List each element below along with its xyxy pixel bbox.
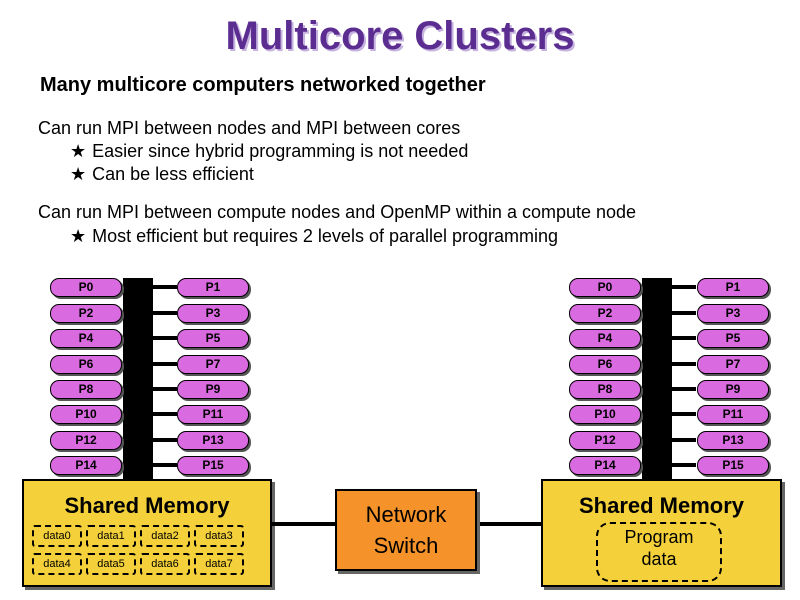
bullet-hybrid-sub1: ★Most efficient but requires 2 levels of… [70,226,558,247]
data-cell: data6 [140,553,190,575]
processor-pill: P14 [50,456,122,475]
page-title: Multicore Clusters [225,14,575,58]
shared-memory-label: Shared Memory [64,493,230,518]
processor-pill: P3 [177,304,249,323]
processor-pill: P0 [50,278,122,297]
node-bus [642,278,672,483]
processor-pill: P15 [177,456,249,475]
network-link-right [475,522,542,526]
processor-pill: P4 [569,329,641,348]
processor-pill: P6 [50,355,122,374]
processor-pill: P0 [569,278,641,297]
network-switch-line2: Switch [373,533,439,558]
star-icon: ★ [70,141,87,161]
processor-pill: P3 [697,304,769,323]
bullet-mpi-text: Can run MPI between nodes and MPI betwee… [38,118,461,138]
program-data-line2: data [641,549,677,569]
processor-pill: P2 [569,304,641,323]
processor-pill: P1 [177,278,249,297]
processor-pill: P5 [697,329,769,348]
star-icon: ★ [70,164,87,184]
network-switch: Network Switch [335,489,477,571]
processor-pill: P11 [697,405,769,424]
shared-memory-box: Shared Memory Program data [541,479,782,587]
subtitle: Many multicore computers networked toget… [40,74,486,96]
processor-pill: P12 [50,431,122,450]
data-cell: data3 [194,525,244,547]
data-cell: data1 [86,525,136,547]
processor-pill: P14 [569,456,641,475]
processor-pill: P12 [569,431,641,450]
processor-pill: P4 [50,329,122,348]
bullet-mpi-sub1-text: Easier since hybrid programming is not n… [92,141,469,161]
bullet-hybrid-text: Can run MPI between compute nodes and Op… [38,202,637,222]
data-cell: data7 [194,553,244,575]
processor-pill: P6 [569,355,641,374]
processor-pill: P13 [177,431,249,450]
processor-pill: P7 [177,355,249,374]
star-icon: ★ [70,226,87,246]
processor-pill: P10 [50,405,122,424]
bullet-mpi: Can run MPI between nodes and MPI betwee… [38,118,460,139]
bullet-mpi-sub2: ★Can be less efficient [70,164,254,185]
shared-memory-box: Shared Memory data0 data1 data2 data3 da… [22,479,272,587]
processor-pill: P9 [177,380,249,399]
processor-pill: P5 [177,329,249,348]
network-switch-line1: Network [365,502,447,527]
data-cell: data4 [32,553,82,575]
processor-pill: P8 [569,380,641,399]
node-bus [123,278,153,483]
processor-pill: P10 [569,405,641,424]
network-link-left [270,522,336,526]
processor-pill: P9 [697,380,769,399]
processor-pill: P13 [697,431,769,450]
processor-pill: P11 [177,405,249,424]
processor-pill: P2 [50,304,122,323]
program-data-region: Program data [596,522,722,582]
processor-pill: P1 [697,278,769,297]
processor-pill: P7 [697,355,769,374]
data-cell: data0 [32,525,82,547]
bullet-mpi-sub2-text: Can be less efficient [92,164,254,184]
program-data-line1: Program [624,527,694,547]
data-cell: data5 [86,553,136,575]
processor-pill: P15 [697,456,769,475]
bullet-hybrid-sub1-text: Most efficient but requires 2 levels of … [92,226,559,246]
data-cell: data2 [140,525,190,547]
bullet-hybrid: Can run MPI between compute nodes and Op… [38,202,636,223]
shared-memory-label: Shared Memory [578,493,745,518]
bullet-mpi-sub1: ★Easier since hybrid programming is not … [70,141,468,162]
processor-pill: P8 [50,380,122,399]
